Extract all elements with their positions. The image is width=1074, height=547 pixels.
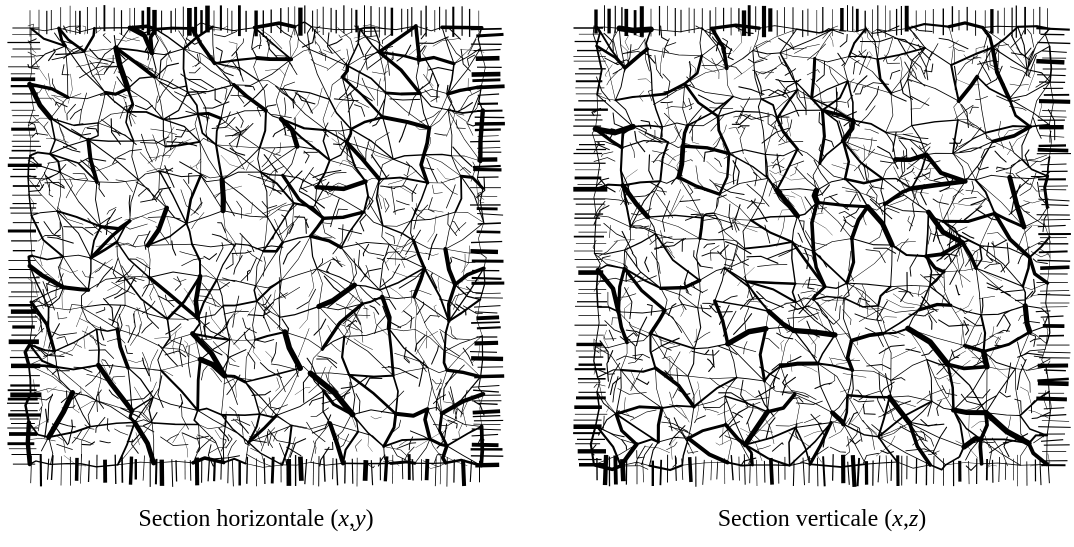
caption-prefix: Section horizontale ( <box>138 506 339 532</box>
caption-horizontal-section: Section horizontale (x,y) <box>6 504 506 534</box>
caption-var-z: z <box>908 506 919 532</box>
caption-var-y: y <box>354 506 366 532</box>
caption-suffix: ) <box>918 506 927 532</box>
caption-var-x: x <box>338 506 349 532</box>
caption-var-x: x <box>892 506 903 532</box>
fracture-network-vertical <box>573 5 1072 488</box>
caption-separator: , <box>902 506 909 532</box>
caption-suffix: ) <box>365 506 374 532</box>
caption-separator: , <box>348 506 355 532</box>
fracture-network-horizontal <box>7 5 505 487</box>
panel-horizontal-section: Section horizontale (x,y) <box>6 0 506 547</box>
caption-vertical-section: Section verticale (x,z) <box>572 504 1072 534</box>
panel-vertical-section: Section verticale (x,z) <box>572 0 1072 547</box>
caption-prefix: Section verticale ( <box>717 506 893 532</box>
